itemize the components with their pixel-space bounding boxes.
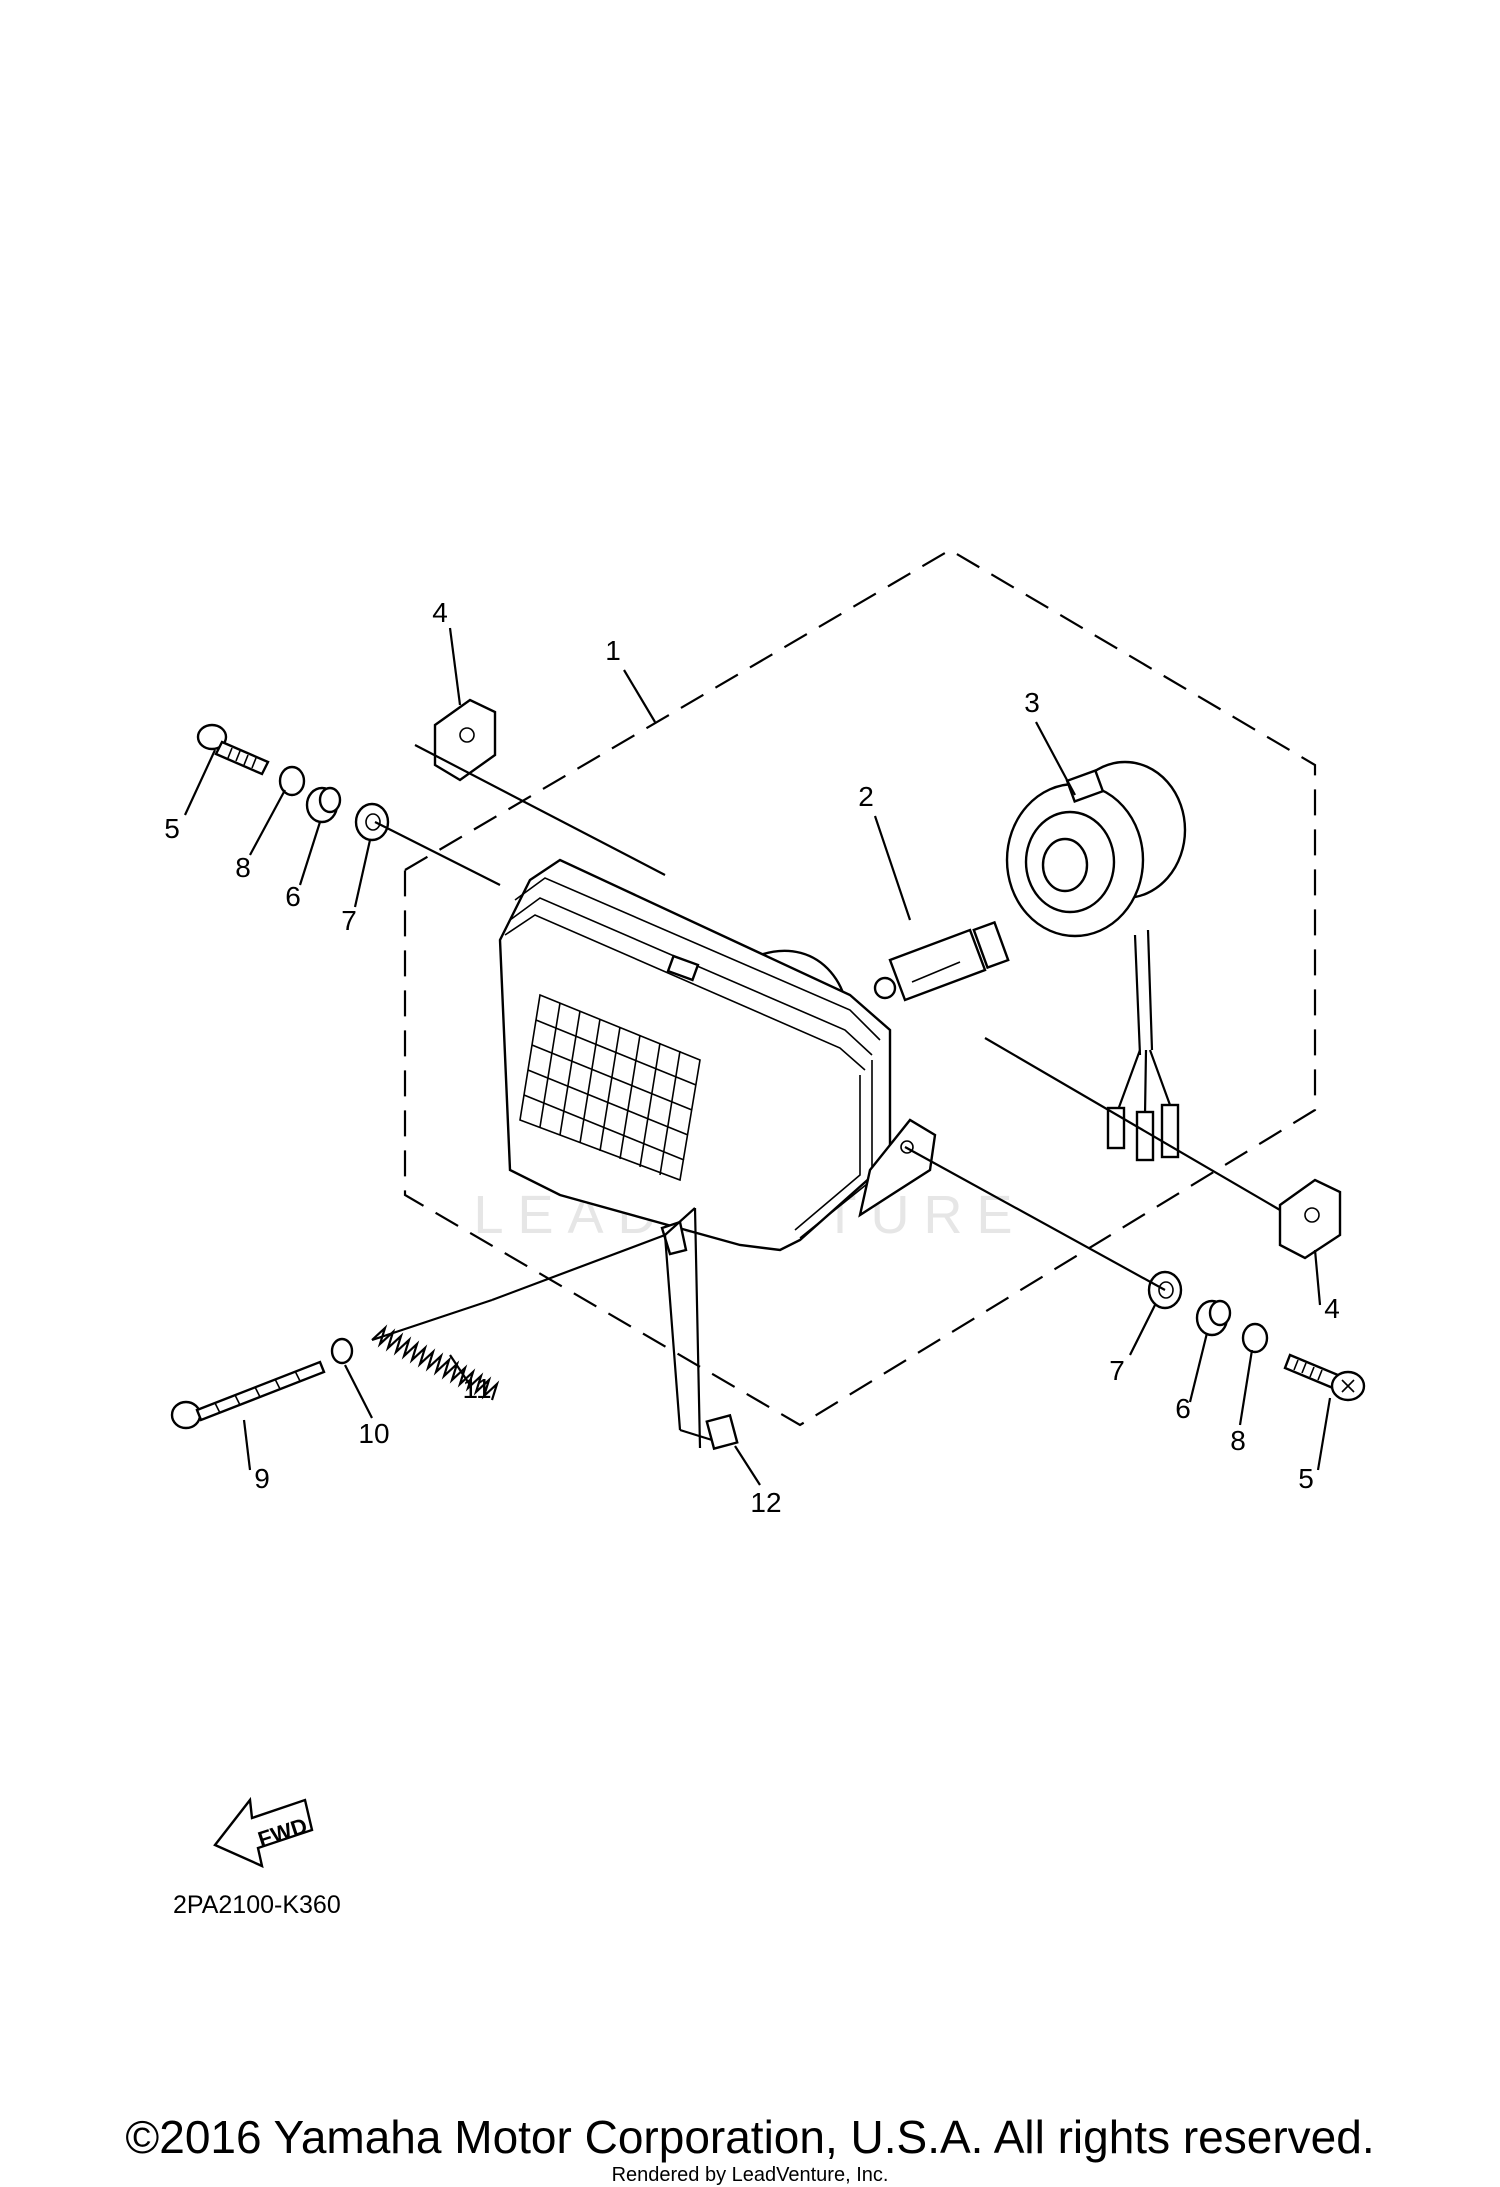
- callout-4-left: 4: [432, 597, 448, 628]
- bracket-right[interactable]: [1278, 1178, 1342, 1260]
- washer-right[interactable]: [1241, 1322, 1269, 1354]
- callout-1: 1: [605, 635, 621, 666]
- bolt-left[interactable]: [196, 723, 270, 776]
- callout-8-left: 8: [235, 852, 251, 883]
- headlight-housing[interactable]: [498, 858, 937, 1256]
- bolt-right[interactable]: [1283, 1353, 1366, 1402]
- callout-5-left: 5: [164, 813, 180, 844]
- callout-11: 11: [462, 1373, 491, 1404]
- callout-2: 2: [858, 781, 874, 812]
- callout-12: 12: [750, 1487, 781, 1518]
- callout-6-right: 6: [1175, 1393, 1191, 1424]
- callout-7-left: 7: [341, 905, 357, 936]
- collar-left[interactable]: [305, 786, 342, 824]
- bulb-socket[interactable]: [1005, 760, 1187, 1162]
- leader-lines: [184, 627, 1332, 1486]
- callout-8-right: 8: [1230, 1425, 1246, 1456]
- grommet-left[interactable]: [354, 802, 390, 842]
- spring[interactable]: [371, 1298, 500, 1401]
- fwd-arrow-icon: FWD: [213, 1796, 314, 1869]
- adjusting-screw[interactable]: [170, 1360, 326, 1430]
- headlight-bulb[interactable]: [873, 920, 1010, 1002]
- washer-small[interactable]: [330, 1337, 354, 1365]
- callout-3: 3: [1024, 687, 1040, 718]
- callout-10: 10: [358, 1418, 389, 1449]
- collar-right[interactable]: [1195, 1299, 1232, 1337]
- washer-left[interactable]: [278, 765, 306, 797]
- copyright-notice: ©2016 Yamaha Motor Corporation, U.S.A. A…: [125, 2111, 1375, 2163]
- rendered-by-notice: Rendered by LeadVenture, Inc.: [611, 2164, 889, 2186]
- nut[interactable]: [705, 1413, 739, 1451]
- callout-9: 9: [254, 1463, 270, 1494]
- bracket-left[interactable]: [433, 698, 497, 782]
- assembly-boundary: [403, 548, 1317, 1427]
- callout-6-left: 6: [285, 881, 301, 912]
- callout-5-right: 5: [1298, 1463, 1314, 1494]
- callout-7-right: 7: [1109, 1355, 1125, 1386]
- callout-4-right: 4: [1324, 1293, 1340, 1324]
- diagram-code: 2PA2100-K360: [173, 1891, 341, 1919]
